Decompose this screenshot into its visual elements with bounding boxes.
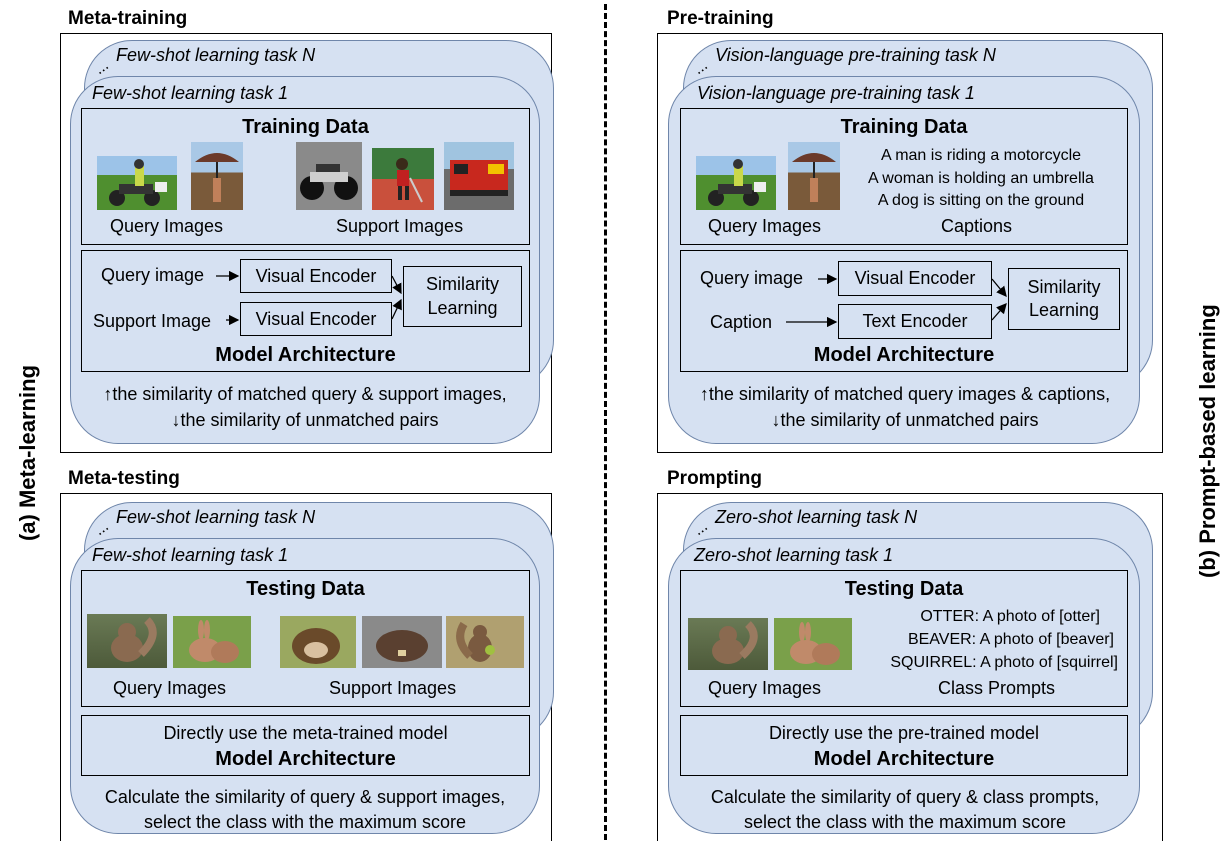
pre-training-task-n-label: Vision-language pre-training task N [715,45,996,65]
squirrel-support-photo [446,616,524,668]
meta-training-objective-1: ↑the similarity of matched query & suppo… [103,384,507,404]
umbrella-photo [788,142,840,210]
prompting-arch-box [680,715,1128,776]
meta-testing-arch-title: Model Architecture [215,748,396,770]
meta-testing-support-caption: Support Images [329,678,457,698]
meta-testing-model-note: Directly use the meta-trained model [163,723,448,743]
prompting-objective-1: Calculate the similarity of query & clas… [710,787,1100,807]
meta-training-arch-title: Model Architecture [215,344,396,366]
train-support-photo [444,142,514,210]
pre-training-captions-caption: Captions [941,216,1013,236]
meta-training-support-caption: Support Images [336,216,464,236]
prompting-objective-2: select the class with the maximum score [743,812,1067,832]
caption-text-3: A dog is sitting on the ground [877,192,1085,209]
class-prompt-squirrel: SQUIRREL: A photo of [squirrel] [890,654,1118,671]
motorcycle-photo [97,156,177,210]
pre-training-input-query: Query image [700,268,804,288]
pre-training-arch-title: Model Architecture [813,344,995,366]
meta-testing-task-n-label: Few-shot learning task N [116,507,316,527]
meta-training-visual-encoder-2: Visual Encoder [240,302,392,336]
pre-training-query-caption: Query Images [708,216,822,236]
prompting-task-1-label: Zero-shot learning task 1 [694,545,894,565]
meta-training-query-caption: Query Images [110,216,224,236]
meta-training-similarity-node: Similarity Learning [403,266,522,327]
meta-training-objective-2: ↓the similarity of unmatched pairs [171,410,439,430]
prompting-query-caption: Query Images [708,678,822,698]
meta-testing-query-caption: Query Images [113,678,227,698]
prompting-title: Prompting [667,468,762,489]
prompting-arch-title: Model Architecture [813,748,995,770]
class-prompt-otter: OTTER: A photo of [otter] [920,608,1100,625]
meta-training-task-1-label: Few-shot learning task 1 [92,83,289,103]
motorbike-support-photo [296,142,362,210]
center-divider [604,4,607,840]
squirrel-query-photo [688,618,768,670]
pre-training-similarity-node: Similarity Learning [1008,268,1120,330]
meta-testing-task-1-label: Few-shot learning task 1 [92,545,289,565]
class-prompt-beaver: BEAVER: A photo of [beaver] [907,631,1114,648]
prompting-task-n-label: Zero-shot learning task N [715,507,918,527]
meta-testing-arch-box [81,715,530,776]
pre-training-visual-encoder: Visual Encoder [838,261,992,296]
rabbit-query-photo [774,618,852,670]
pre-training-objective-2: ↓the similarity of unmatched pairs [771,410,1039,430]
prompting-prompts-caption: Class Prompts [938,678,1056,698]
pre-training-objective-1: ↑the similarity of matched query images … [699,384,1111,404]
pre-training-input-caption: Caption [710,312,773,332]
meta-testing-objective-2: select the class with the maximum score [143,812,467,832]
meta-training-data-title: Training Data [242,116,369,138]
pre-training-title: Pre-training [667,8,774,29]
umbrella-photo [191,142,243,210]
prompting-data-title: Testing Data [844,578,964,600]
prompting-model-note: Directly use the pre-trained model [768,723,1040,743]
child-support-photo [372,148,434,210]
pre-training-task-1-label: Vision-language pre-training task 1 [697,83,975,103]
motorcycle-photo [696,156,776,210]
meta-testing-data-title: Testing Data [246,578,365,600]
meta-training-title: Meta-training [68,8,188,29]
caption-text-1: A man is riding a motorcycle [880,147,1082,164]
meta-training-visual-encoder-1: Visual Encoder [240,259,392,293]
pre-training-text-encoder: Text Encoder [838,304,992,339]
meta-testing-title: Meta-testing [68,468,180,489]
rabbit-query-photo [173,616,251,668]
pre-training-data-title: Training Data [840,116,968,138]
meta-training-input-query: Query image [101,265,205,285]
squirrel-query-photo [87,614,167,668]
otter-support-photo [280,616,356,668]
meta-training-input-support: Support Image [93,311,212,331]
meta-testing-objective-1: Calculate the similarity of query & supp… [104,787,506,807]
caption-text-2: A woman is holding an umbrella [868,170,1094,187]
beaver-support-photo [362,616,442,668]
meta-training-task-n-label: Few-shot learning task N [116,45,316,65]
